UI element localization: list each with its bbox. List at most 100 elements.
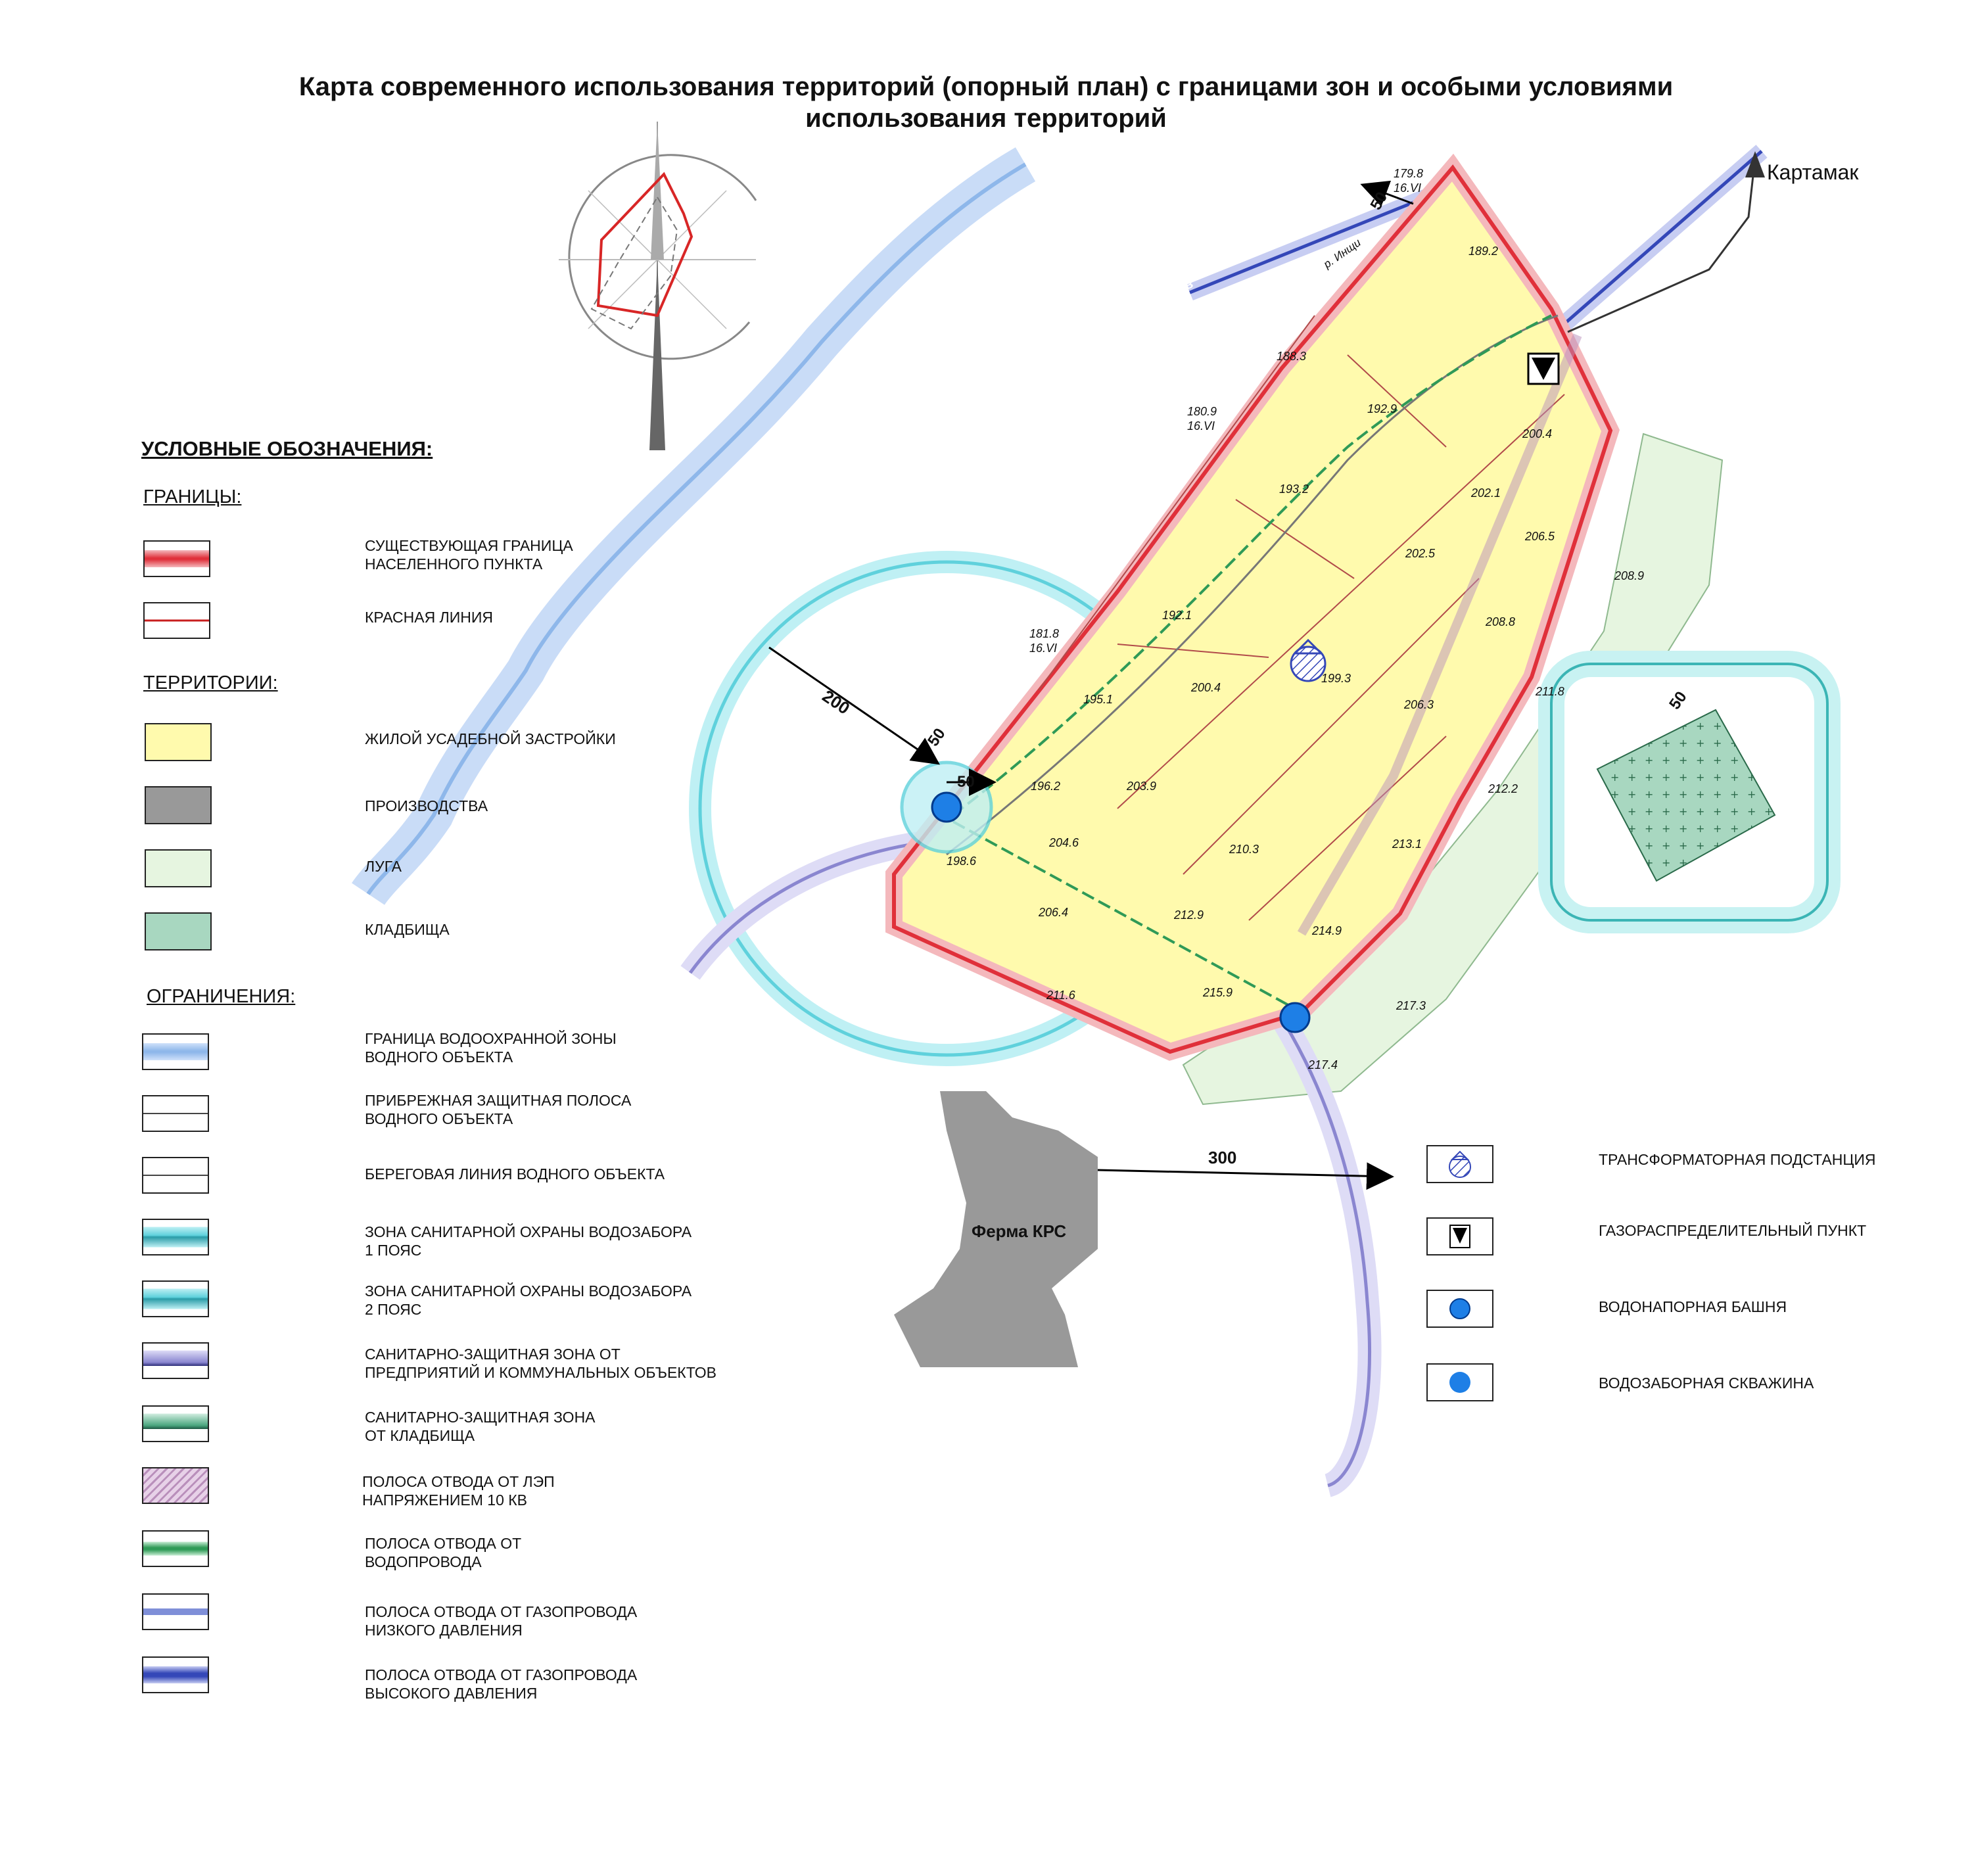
- legend-symbol-settlement-border: [143, 540, 210, 577]
- legend-symbol-residential: [145, 723, 212, 761]
- elevation-mark: 199.3: [1321, 672, 1351, 685]
- elevation-mark: 195.1: [1083, 693, 1114, 706]
- elevation-mark: 212.2: [1488, 782, 1518, 795]
- dim-label-50-well: 50: [957, 773, 975, 791]
- elevation-mark: 208.8: [1486, 615, 1516, 628]
- dim-line-200: [768, 646, 940, 765]
- parcel-lines: [1038, 315, 1565, 921]
- elevation-mark: 213.1: [1392, 837, 1422, 851]
- legend-symbol-water-tower: [1426, 1290, 1493, 1328]
- farm-area: [894, 1091, 1098, 1367]
- legend-symbol-red-line: [143, 602, 210, 639]
- elevation-mark: 208.9: [1614, 569, 1645, 582]
- legend-symbol-gas-high: [142, 1656, 209, 1693]
- elevation-mark: 196.2: [1031, 780, 1061, 793]
- legend-text-water-tower: ВОДОНАПОРНАЯ БАШНЯ: [1599, 1298, 1787, 1315]
- legend-symbol-sanitary-belt2: [142, 1280, 209, 1317]
- water-well-marker-1: [931, 791, 962, 823]
- map-title-line1: Карта современного использования террито…: [298, 72, 1674, 101]
- dim-line-300: [1097, 1162, 1394, 1190]
- legend-heading: УСЛОВНЫЕ ОБОЗНАЧЕНИЯ:: [141, 437, 433, 460]
- legend-symbol-szz-cemetery: [142, 1405, 209, 1442]
- legend-symbol-water-pipe: [142, 1530, 209, 1567]
- legend-symbol-cemetery: [145, 912, 212, 950]
- river: [352, 147, 1036, 906]
- legend-symbol-transformer: [1426, 1145, 1493, 1183]
- legend-symbol-sanitary-belt1: [142, 1219, 209, 1255]
- water-level-mark: 180.9: [1187, 405, 1217, 418]
- legend-text-red-line: КРАСНАЯ ЛИНИЯ: [365, 609, 493, 626]
- legend-text-production: ПРОИЗВОДСТВА: [365, 797, 488, 814]
- power-line-corridor: [1297, 333, 1582, 936]
- elevation-mark: 202.5: [1405, 547, 1436, 560]
- place-label-kartamak: Картамак: [1767, 160, 1859, 184]
- elevation-mark: 215.9: [1203, 986, 1233, 999]
- elevation-mark: 189.2: [1468, 245, 1499, 258]
- elevation-mark: 192.9: [1367, 402, 1397, 415]
- water-level-mark: 16.VI: [1187, 419, 1215, 433]
- residential-territory: [894, 168, 1610, 1052]
- elevation-mark: 217.4: [1308, 1058, 1338, 1071]
- elevation-mark: 211.8: [1536, 685, 1564, 698]
- legend-text-meadows: ЛУГА: [365, 858, 402, 875]
- elevation-mark: 200.4: [1191, 681, 1221, 694]
- legend-symbol-gas-low: [142, 1593, 209, 1630]
- legend-section-territories: ТЕРРИТОРИИ:: [143, 672, 278, 693]
- farm-label: Ферма КРС: [972, 1221, 1067, 1241]
- legend-text-transformer: ТРАНСФОРМАТОРНАЯ ПОДСТАНЦИЯ: [1599, 1151, 1876, 1168]
- wind-rose: [559, 122, 757, 450]
- elevation-mark: 212.9: [1174, 908, 1204, 922]
- legend-symbol-coastal-strip: [142, 1095, 209, 1132]
- cemetery-area: [1596, 709, 1776, 882]
- road-kartamak: [1567, 157, 1756, 333]
- water-level-mark: 16.VI: [1394, 181, 1422, 195]
- elevation-mark: 188.3: [1277, 350, 1307, 363]
- elevation-mark: 198.6: [947, 855, 977, 868]
- gas-point-marker: [1527, 352, 1560, 385]
- legend-text-water-well: ВОДОЗАБОРНАЯ СКВАЖИНА: [1599, 1374, 1814, 1392]
- water-level-mark: 181.8: [1029, 627, 1060, 640]
- elevation-mark: 206.4: [1039, 906, 1069, 919]
- water-pipe-line: [952, 314, 1552, 816]
- legend-symbol-water-protection: [142, 1033, 209, 1070]
- elevation-mark: 214.9: [1312, 924, 1342, 937]
- elevation-mark: 211.6: [1046, 989, 1075, 1002]
- legend-symbol-meadow: [145, 849, 212, 887]
- legend-text-cemeteries: КЛАДБИЩА: [365, 921, 450, 938]
- elevation-mark: 210.3: [1229, 843, 1259, 856]
- elevation-mark: 203.9: [1127, 780, 1157, 793]
- legend-symbol-shoreline: [142, 1157, 209, 1194]
- elevation-mark: 192.1: [1162, 609, 1192, 622]
- legend-section-restrictions: ОГРАНИЧЕНИЯ:: [147, 986, 296, 1007]
- elevation-mark: 206.3: [1404, 698, 1434, 711]
- dim-label-300: 300: [1208, 1148, 1237, 1167]
- legend-symbol-szz-enterprises: [142, 1342, 209, 1379]
- transformer-marker: [1290, 638, 1326, 682]
- water-level-mark: 179.8: [1394, 167, 1424, 180]
- legend-text-shoreline: БЕРЕГОВАЯ ЛИНИЯ ВОДНОГО ОБЪЕКТА: [365, 1165, 665, 1183]
- legend-text-gas-point: ГАЗОРАСПРЕДЕЛИТЕЛЬНЫЙ ПУНКТ: [1599, 1222, 1867, 1239]
- elevation-mark: 204.6: [1049, 836, 1079, 849]
- legend-symbol-power-line: [142, 1467, 209, 1504]
- elevation-mark: 217.3: [1396, 999, 1426, 1012]
- water-level-mark: 16.VI: [1029, 642, 1058, 655]
- elevation-mark: 206.5: [1525, 530, 1555, 543]
- legend-symbol-gas-point: [1426, 1217, 1493, 1255]
- elevation-mark: 193.2: [1279, 482, 1309, 496]
- legend-section-boundaries: ГРАНИЦЫ:: [143, 486, 242, 507]
- map-title-line2: использования территорий: [805, 104, 1167, 133]
- legend-text-residential: ЖИЛОЙ УСАДЕБНОЙ ЗАСТРОЙКИ: [365, 730, 616, 747]
- legend-symbol-water-well: [1426, 1363, 1493, 1401]
